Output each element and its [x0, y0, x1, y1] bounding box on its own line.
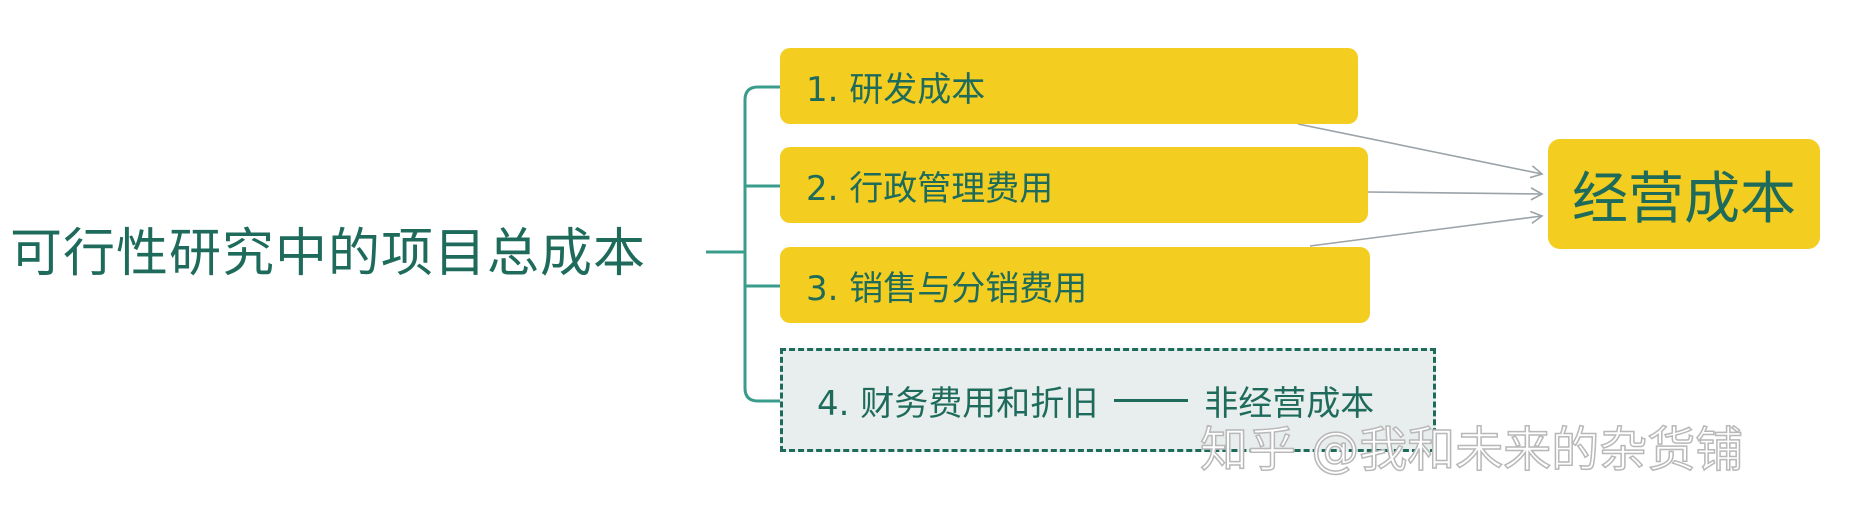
operating-cost-node: 经营成本 [1548, 139, 1820, 249]
operating-cost-label: 经营成本 [1572, 166, 1796, 232]
branch-label: 3. 销售与分销费用 [806, 268, 1088, 309]
tree-spine [743, 85, 780, 403]
branch-label: 2. 行政管理费用 [806, 168, 1054, 209]
dash-connector [1114, 398, 1189, 402]
branch-sales-cost: 3. 销售与分销费用 [780, 247, 1370, 323]
branch-non-operating: 4. 财务费用和折旧 非经营成本 [780, 348, 1436, 452]
branch-admin-cost: 2. 行政管理费用 [780, 147, 1368, 223]
arrow-2 [1367, 187, 1544, 201]
arrow-1 [1297, 123, 1544, 179]
arrow-3 [1309, 210, 1544, 247]
branch-label: 4. 财务费用和折旧 [817, 383, 1099, 424]
branch-label: 1. 研发成本 [806, 69, 986, 110]
branch-rd-cost: 1. 研发成本 [780, 48, 1358, 124]
root-topic: 可行性研究中的项目总成本 [10, 224, 647, 284]
non-operating-label: 非经营成本 [1204, 383, 1375, 424]
watermark: 知乎 @我和未来的杂货铺 [1199, 421, 1744, 479]
